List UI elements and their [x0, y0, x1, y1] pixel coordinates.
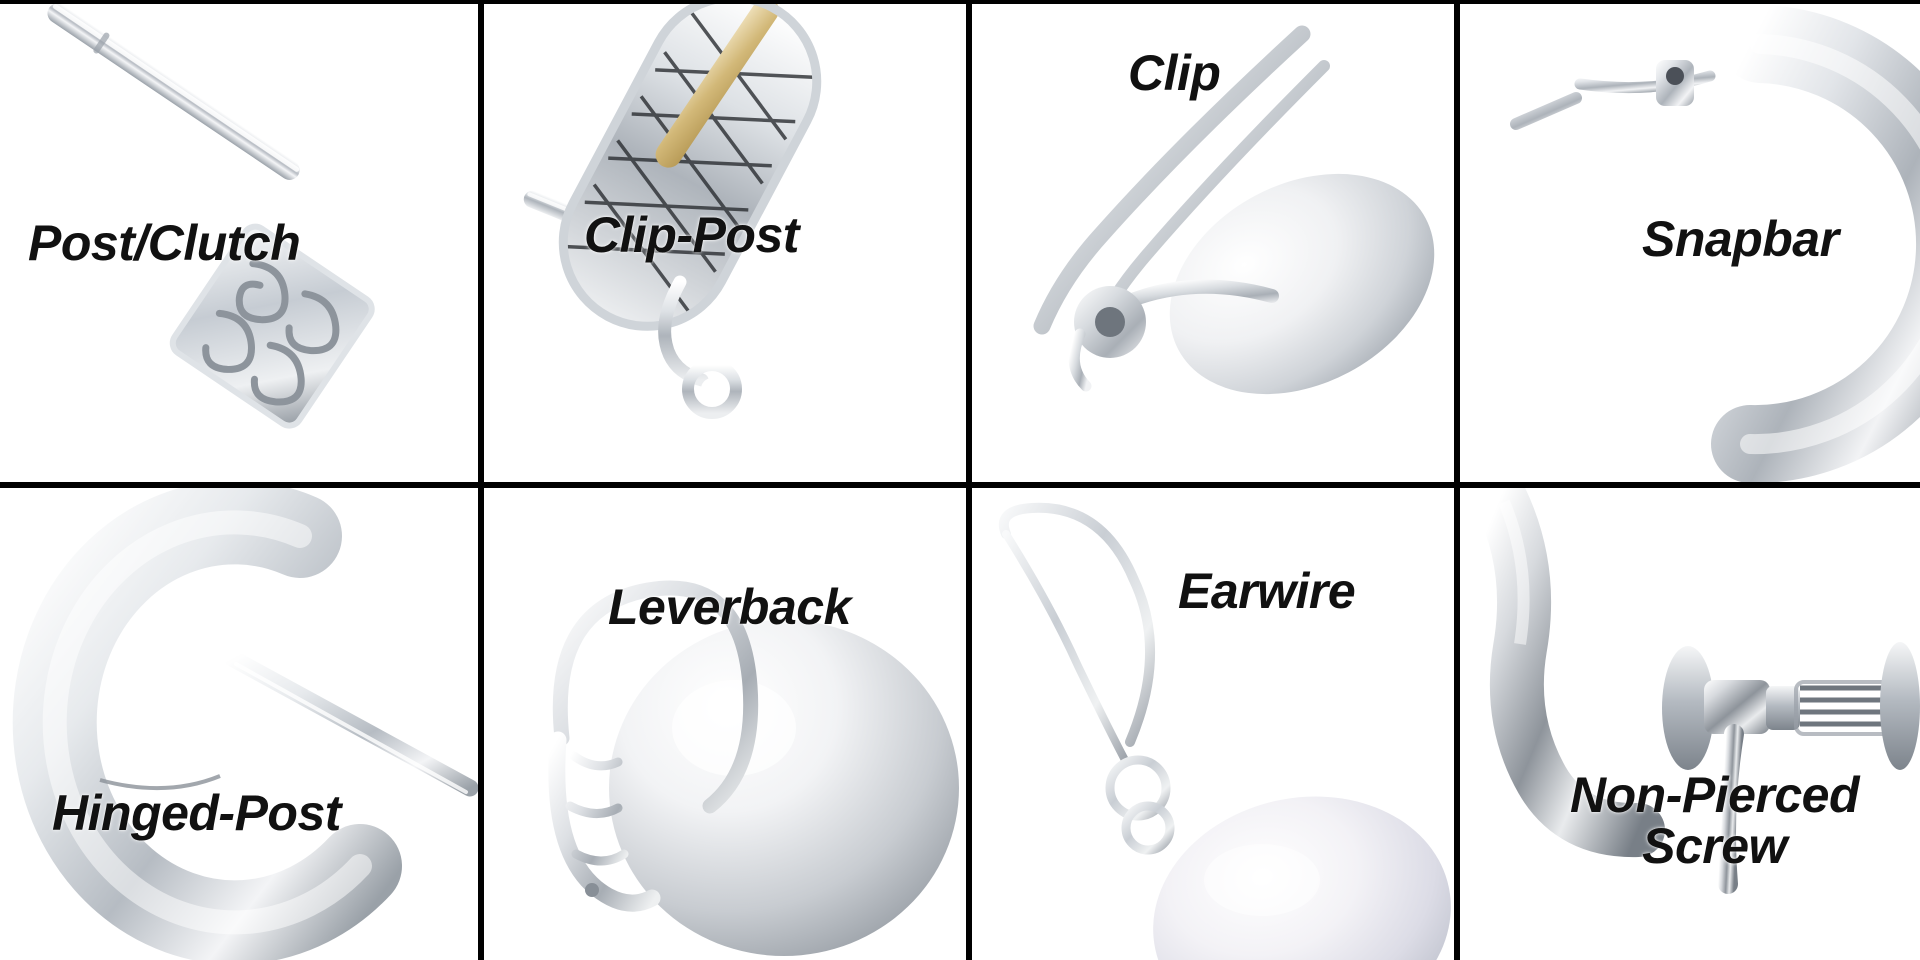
leverback-illustration [484, 488, 966, 960]
clip-illustration [972, 4, 1454, 482]
cell-post-clutch[interactable]: Post/Clutch [0, 4, 478, 482]
cell-hinged-post[interactable]: Hinged-Post [0, 488, 478, 960]
label-snapbar: Snapbar [1642, 211, 1839, 267]
label-leverback: Leverback [608, 579, 851, 635]
hinged-post-illustration [0, 488, 478, 960]
label-post-clutch: Post/Clutch [28, 215, 301, 271]
label-hinged-post: Hinged-Post [52, 785, 341, 841]
label-non-pierced-screw: Non-Pierced Screw [1570, 767, 1860, 874]
cell-clip-post[interactable]: Clip-Post [484, 4, 966, 482]
cell-clip[interactable]: Clip [972, 4, 1454, 482]
earwire-illustration [972, 488, 1454, 960]
cell-non-pierced-screw[interactable]: Non-Pierced Screw [1460, 488, 1920, 960]
cell-snapbar[interactable]: Snapbar [1460, 4, 1920, 482]
post-clutch-illustration [0, 4, 478, 482]
cell-earwire[interactable]: Earwire [972, 488, 1454, 960]
cell-leverback[interactable]: Leverback [484, 488, 966, 960]
non-pierced-screw-illustration [1460, 488, 1920, 960]
label-clip: Clip [1128, 45, 1221, 101]
label-earwire: Earwire [1178, 563, 1356, 619]
label-clip-post: Clip-Post [584, 207, 799, 263]
snapbar-illustration [1460, 4, 1920, 482]
clip-post-illustration [484, 4, 966, 482]
